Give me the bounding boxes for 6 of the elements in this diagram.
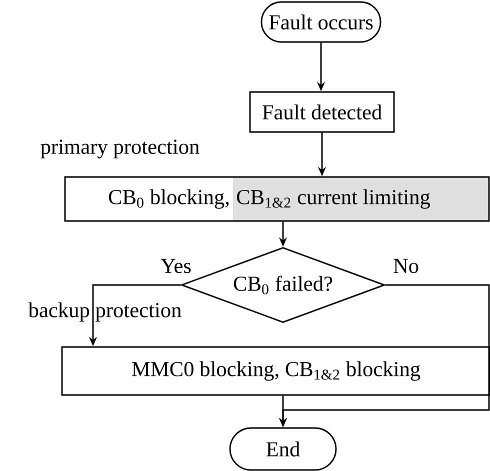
annotation-text: primary protection: [40, 140, 200, 158]
edge-label: No: [392, 258, 420, 274]
process-box: MMC0 blocking, CB$_{1&2}$ blocking: [61, 346, 490, 396]
process-box: Fault detected: [249, 91, 395, 133]
annotation-text: backup protection: [28, 302, 182, 322]
process-box: CB$_{0}$ blocking, CB$_{1&2}$ current limiting: [64, 176, 490, 222]
